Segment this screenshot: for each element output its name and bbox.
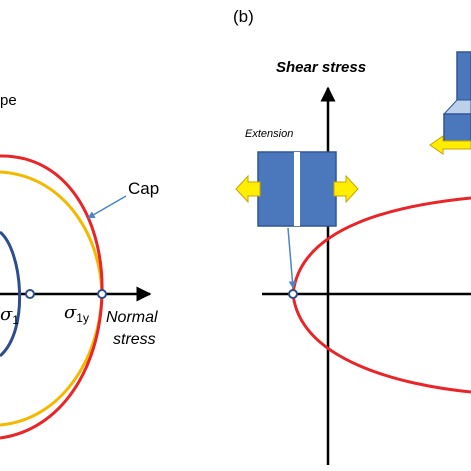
blue-yield-curve [0,230,22,358]
normal-stress-label-line1: Normal [106,309,158,326]
extension-pointer-arrow [287,227,297,289]
panel-b-label: (b) [233,7,254,26]
orange-yield-curve [0,170,104,427]
shear-stress-label: Shear stress [276,59,366,76]
red-cap-curve [0,154,104,440]
left-panel: pe Cap σ1 σ1y Normal stress [0,92,159,440]
extension-specimen-icon [235,151,359,227]
extension-label: Extension [245,128,293,140]
sigma-1y-marker [97,289,107,299]
cap-pointer-arrow [87,195,127,219]
extension-marker [288,289,298,299]
cap-label: Cap [128,179,159,198]
normal-stress-label-line2: stress [113,331,156,348]
partial-label: pe [0,92,17,109]
sigma-1-label: σ1 [0,304,19,327]
sigma-1-marker [25,289,35,299]
shear-specimen-icon [429,51,471,155]
sigma-1y-label: σ1y [64,302,89,325]
right-panel: (b) Shear stress Extension [233,7,471,465]
